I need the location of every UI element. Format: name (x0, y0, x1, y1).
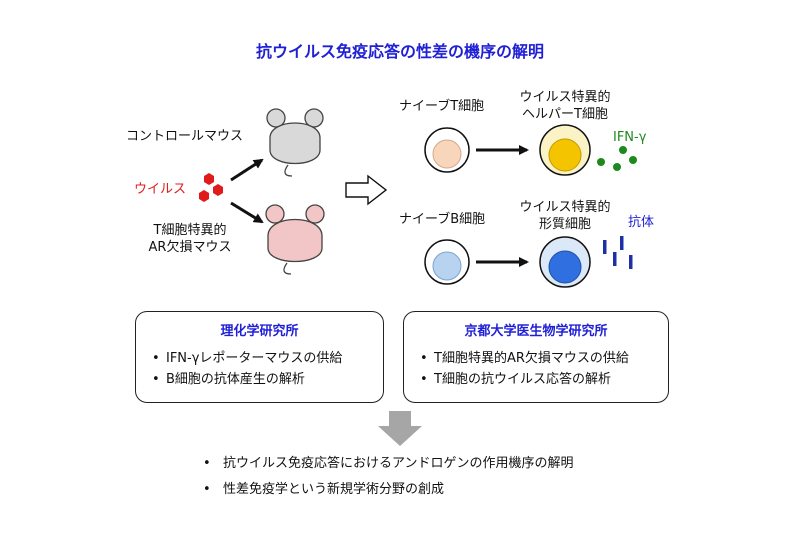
helper-t-label: ウイルス特異的 ヘルパーT細胞 (505, 89, 625, 123)
plasma-label: ウイルス特異的 形質細胞 (505, 199, 625, 233)
list-item: IFN-γレポーターマウスの供給 (152, 348, 342, 369)
list-item: T細胞特異的AR欠損マウスの供給 (420, 348, 629, 369)
naive-b-cell-icon (424, 239, 470, 285)
hollow-right-arrow-icon (345, 174, 388, 206)
virus-label: ウイルス (134, 182, 187, 197)
virus-hexagon-icon (199, 173, 223, 202)
control-mouse-icon (266, 108, 324, 177)
ko-mouse-label: T細胞特異的 AR欠損マウス (140, 222, 240, 256)
list-item: T細胞の抗ウイルス応答の解析 (420, 369, 629, 390)
down-arrow-icon (378, 411, 422, 446)
list-item: 抗ウイルス免疫応答におけるアンドロゲンの作用機序の解明 (203, 451, 573, 477)
riken-box-title: 理化学研究所 (220, 324, 299, 339)
helper-t-label-line2: ヘルパーT細胞 (522, 107, 608, 122)
riken-box-list: IFN-γレポーターマウスの供給 B細胞の抗体産生の解析 (152, 348, 342, 390)
ifn-dot-icon (597, 146, 637, 171)
kyoto-box-list: T細胞特異的AR欠損マウスの供給 T細胞の抗ウイルス応答の解析 (420, 348, 629, 390)
helper-t-cell-icon (539, 124, 591, 176)
ko-mouse-label-line2: AR欠損マウス (148, 240, 232, 255)
list-item: 性差免疫学という新規学術分野の創成 (203, 477, 573, 503)
antibody-label: 抗体 (628, 215, 655, 230)
naive-t-cell-icon (424, 127, 470, 173)
plasma-cell-icon (539, 236, 591, 288)
antibody-bar-icon (603, 236, 633, 269)
naive-b-label: ナイーブB細胞 (399, 212, 486, 227)
naive-t-label: ナイーブT細胞 (399, 99, 485, 114)
arrow-to-control (230, 158, 264, 182)
plasma-label-line2: 形質細胞 (538, 217, 591, 232)
riken-box: 理化学研究所 IFN-γレポーターマウスの供給 B細胞の抗体産生の解析 (135, 311, 384, 403)
control-mouse-label: コントロールマウス (126, 129, 244, 144)
helper-t-label-line1: ウイルス特異的 (519, 90, 611, 105)
page-title: 抗ウイルス免疫応答の性差の機序の解明 (255, 42, 544, 61)
outcome-list: 抗ウイルス免疫応答におけるアンドロゲンの作用機序の解明 性差免疫学という新規学術… (203, 451, 573, 503)
arrow-to-ko (230, 201, 264, 224)
ko-mouse-icon (265, 204, 325, 275)
kyoto-box-title: 京都大学医生物学研究所 (464, 324, 608, 339)
list-item: B細胞の抗体産生の解析 (152, 369, 342, 390)
ifn-label: IFN-γ (613, 130, 647, 145)
plasma-label-line1: ウイルス特異的 (519, 200, 611, 215)
ko-mouse-label-line1: T細胞特異的 (153, 223, 227, 238)
kyoto-box: 京都大学医生物学研究所 T細胞特異的AR欠損マウスの供給 T細胞の抗ウイルス応答… (403, 311, 669, 403)
